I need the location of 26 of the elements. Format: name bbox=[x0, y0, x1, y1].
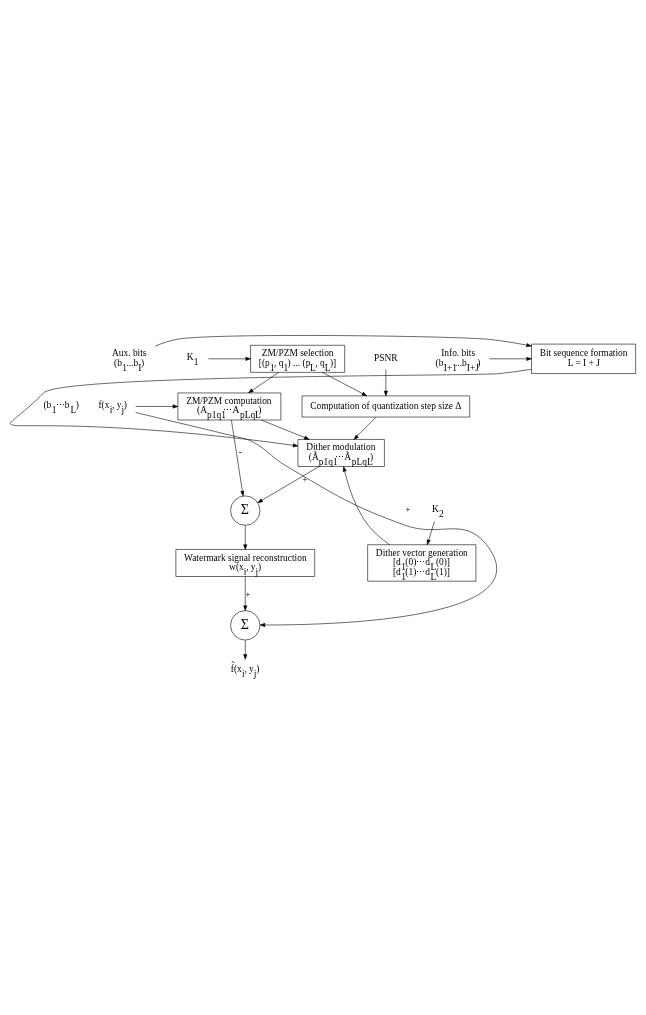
arrow bbox=[243, 639, 248, 660]
arrow bbox=[135, 411, 497, 627]
arrow bbox=[248, 371, 279, 393]
arrow bbox=[383, 368, 388, 396]
node-text: PSNR bbox=[374, 352, 398, 363]
edge-label: + bbox=[405, 504, 411, 515]
arrow bbox=[426, 520, 435, 545]
edge-label: + bbox=[302, 474, 308, 485]
arrow bbox=[154, 334, 532, 347]
arrow bbox=[208, 356, 251, 361]
arrow bbox=[243, 524, 248, 550]
edge-label: - bbox=[238, 446, 242, 457]
arrow bbox=[261, 419, 310, 440]
node-box: Computation of quantization step size Δ bbox=[301, 395, 470, 417]
arrow bbox=[353, 416, 377, 440]
arrow bbox=[489, 356, 532, 361]
arrow bbox=[243, 575, 248, 611]
arrow bbox=[135, 404, 179, 408]
arrow bbox=[321, 371, 368, 396]
arrow bbox=[342, 465, 390, 545]
node-circle: Σ bbox=[230, 609, 261, 640]
arrow bbox=[10, 368, 532, 447]
edge-label: + bbox=[245, 589, 251, 600]
arrow bbox=[231, 419, 245, 496]
node-box: Bit sequence formation L = I + J bbox=[531, 343, 636, 374]
arrow bbox=[257, 465, 320, 503]
